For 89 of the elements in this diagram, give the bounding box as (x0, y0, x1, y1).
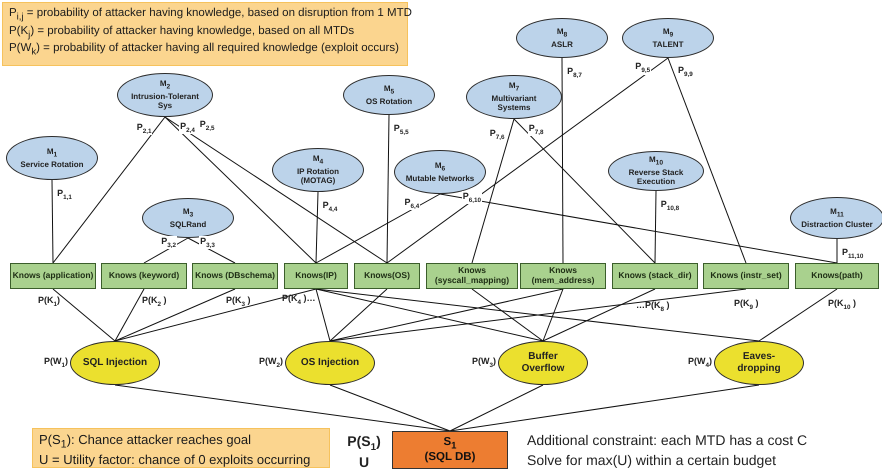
connector-line (330, 384, 450, 432)
connector-line (654, 190, 656, 264)
note-box: P(S$_{1}$): Chance attacker reaches goal U = Utility factor: chance of 0 exploits occurring (32, 428, 330, 468)
connector-line (758, 288, 838, 342)
note-text: Solve for max(U) within a certain budget (527, 452, 776, 469)
connector-line (52, 116, 166, 264)
probability-label: P(W$_{2}$) (258, 356, 283, 370)
knowledge-box: Knows(IP) (284, 263, 348, 289)
connector-line (450, 384, 544, 432)
probability-label: P(W$_{4}$) (688, 356, 712, 370)
edge-label: P$_{7,6}$ (488, 128, 506, 142)
connector-line (440, 194, 838, 264)
goal-box: S$_{1}$ (SQL DB) (392, 431, 508, 469)
connector-line (164, 116, 316, 264)
note-text: Additional constraint: each MTD has a cost C (527, 432, 808, 449)
edge-label: P$_{3,3}$ (199, 236, 216, 250)
exploit-oval: OS Injection (285, 341, 375, 385)
knowledge-box: Knows (keyword) (101, 263, 187, 289)
edge-label: P$_{10,8}$ (660, 198, 680, 212)
edge-label: P$_{1,1}$ (56, 188, 73, 202)
exploit-oval: Eaves-dropping (714, 341, 804, 385)
connector-line (472, 288, 544, 342)
knowledge-box: Knows(OS) (354, 263, 420, 289)
edge-label: P$_{2,4}$ (179, 120, 196, 134)
connector-line (330, 288, 388, 342)
connector-line (52, 180, 54, 264)
probability-label: P(K$_{2}$ ) (142, 295, 167, 308)
knowledge-box: Knows (stack_dir) (612, 263, 698, 289)
mtd-oval: M$_{3}$ SQLRand (142, 198, 234, 238)
edge-label: P$_{2,5}$ (198, 118, 216, 132)
connector-line (188, 238, 236, 264)
connector-line (562, 58, 564, 264)
edge-label: P$_{8,7}$ (566, 66, 583, 80)
probability-label: P(S$_{1}$) (347, 433, 381, 454)
connector-line (836, 238, 838, 264)
knowledge-box: Knows (instr_set) (703, 263, 789, 289)
connector-line (164, 116, 388, 264)
probability-label: P(W$_{3}$) (472, 356, 496, 370)
connector-line (316, 288, 330, 342)
knowledge-box: Knows(path) (795, 263, 879, 289)
connector-line (316, 192, 318, 264)
connector-line (114, 288, 236, 342)
edge-label: P$_{7,8}$ (528, 123, 545, 136)
connector-line (114, 288, 144, 342)
mtd-oval: M$_{10}$ Reverse Stack Execution (608, 151, 704, 191)
connector-line (514, 118, 656, 264)
mtd-oval: M$_{2}$ Intrusion-Tolerant Sys (117, 73, 213, 117)
connector-line (472, 118, 514, 264)
exploit-oval: Buffer Overflow (498, 341, 588, 385)
mtd-oval: M$_{4}$ IP Rotation (MOTAG) (272, 148, 364, 192)
knowledge-box: Knows (DBschema) (192, 263, 278, 289)
mtd-oval: M$_{1}$ Service Rotation (6, 136, 98, 180)
probability-label: P(K$_{9}$ ) (734, 298, 759, 312)
edge-label: P$_{9,5}$ (634, 61, 652, 75)
connector-line (316, 194, 440, 264)
mtd-oval: M$_{9}$ TALENT (622, 18, 714, 58)
knowledge-box: Knows (application) (10, 263, 96, 289)
probability-label: P(K$_{10}$ ) (828, 298, 856, 312)
exploit-oval: SQL Injection (70, 341, 160, 385)
connector-line (542, 288, 656, 342)
mtd-oval: M$_{6}$ Mutable Networks (394, 150, 486, 194)
probability-label: …P(K$_{8}$ ) (636, 300, 670, 314)
knowledge-box: Knows (syscall_mapping) (426, 263, 518, 289)
connector-line (52, 288, 116, 342)
edge-label: P$_{4,4}$ (322, 200, 338, 214)
mtd-oval: M$_{5}$ OS Rotation (343, 75, 435, 115)
knowledge-box: Knows (mem_address) (520, 263, 606, 289)
probability-label: P(K$_{3}$ ) (226, 295, 251, 308)
probability-label: U (358, 454, 370, 470)
connector-line (386, 58, 668, 264)
connector-line (386, 114, 390, 264)
mtd-oval: M$_{7}$ Multivariant Systems (466, 75, 562, 119)
edge-label: P$_{5,5}$ (392, 122, 410, 136)
connector-line (114, 384, 450, 432)
connector-line (542, 288, 564, 342)
edge-label: P$_{2,1}$ (136, 122, 152, 136)
edge-label: P$_{3,2}$ (160, 236, 178, 250)
probability-label: P(K$_{1}$) (38, 295, 60, 308)
edge-label: P$_{6,10}$ (462, 191, 482, 204)
mtd-oval: M$_{8}$ ASLR (516, 18, 608, 58)
connector-line (114, 288, 316, 342)
connector-line (668, 58, 746, 264)
connector-line (450, 384, 760, 432)
mtd-oval: M$_{11}$ Distraction Cluster (790, 197, 882, 239)
probability-label: P(W$_{1}$) (44, 356, 68, 370)
probability-label: P(K$_{4}$ )… (282, 293, 316, 306)
edge-label: P$_{6,4}$ (404, 196, 420, 210)
edge-label: P$_{9,9}$ (676, 65, 694, 78)
edge-label: P$_{11,10}$ (841, 247, 864, 260)
